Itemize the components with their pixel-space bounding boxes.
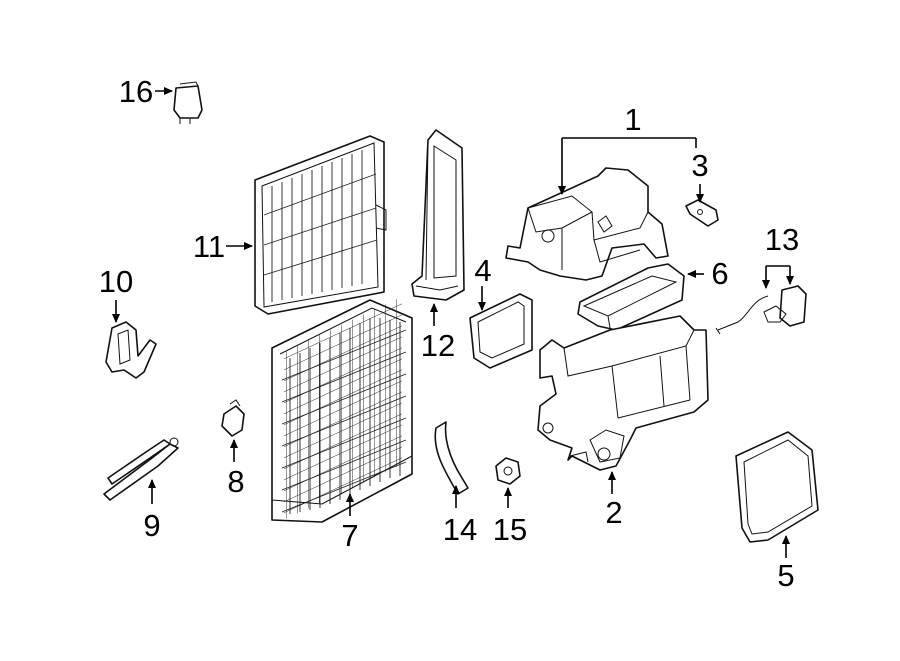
part-10-clip	[105, 321, 157, 379]
callout-labels: 1 2 3 4 5 6 7 8 9 10 11 12 13 14 15 16	[99, 74, 799, 593]
callout-6: 6	[711, 256, 728, 291]
callout-14: 14	[443, 512, 477, 547]
part-7-evaporator	[271, 296, 413, 523]
part-3-bracket	[685, 199, 719, 227]
callout-12: 12	[421, 328, 455, 363]
callout-11: 11	[193, 229, 225, 264]
part-9-tubes	[103, 437, 179, 501]
callout-15: 15	[493, 512, 527, 547]
part-13-sensor	[715, 285, 807, 335]
callout-4: 4	[474, 253, 491, 288]
callout-7: 7	[341, 518, 358, 553]
callout-16: 16	[119, 74, 153, 109]
part-14-hose	[434, 421, 469, 495]
part-2-lower-case	[537, 315, 709, 471]
callout-9: 9	[143, 508, 160, 543]
part-8-valve	[221, 399, 245, 437]
callout-3: 3	[691, 148, 708, 183]
part-12-duct	[411, 129, 465, 301]
callout-8: 8	[227, 464, 244, 499]
part-1-upper-case	[505, 167, 669, 281]
part-5-gasket	[735, 431, 819, 543]
leader-lines	[112, 87, 794, 558]
callout-1: 1	[624, 102, 641, 137]
part-16-connector	[173, 81, 203, 124]
callout-2: 2	[605, 495, 622, 530]
part-4-seal	[469, 293, 533, 369]
part-15-nut	[495, 457, 521, 485]
part-11-air-filter	[254, 135, 387, 315]
callout-5: 5	[777, 558, 794, 593]
part-6-tray	[577, 263, 685, 331]
callout-10: 10	[99, 264, 133, 299]
callout-13: 13	[765, 222, 799, 257]
